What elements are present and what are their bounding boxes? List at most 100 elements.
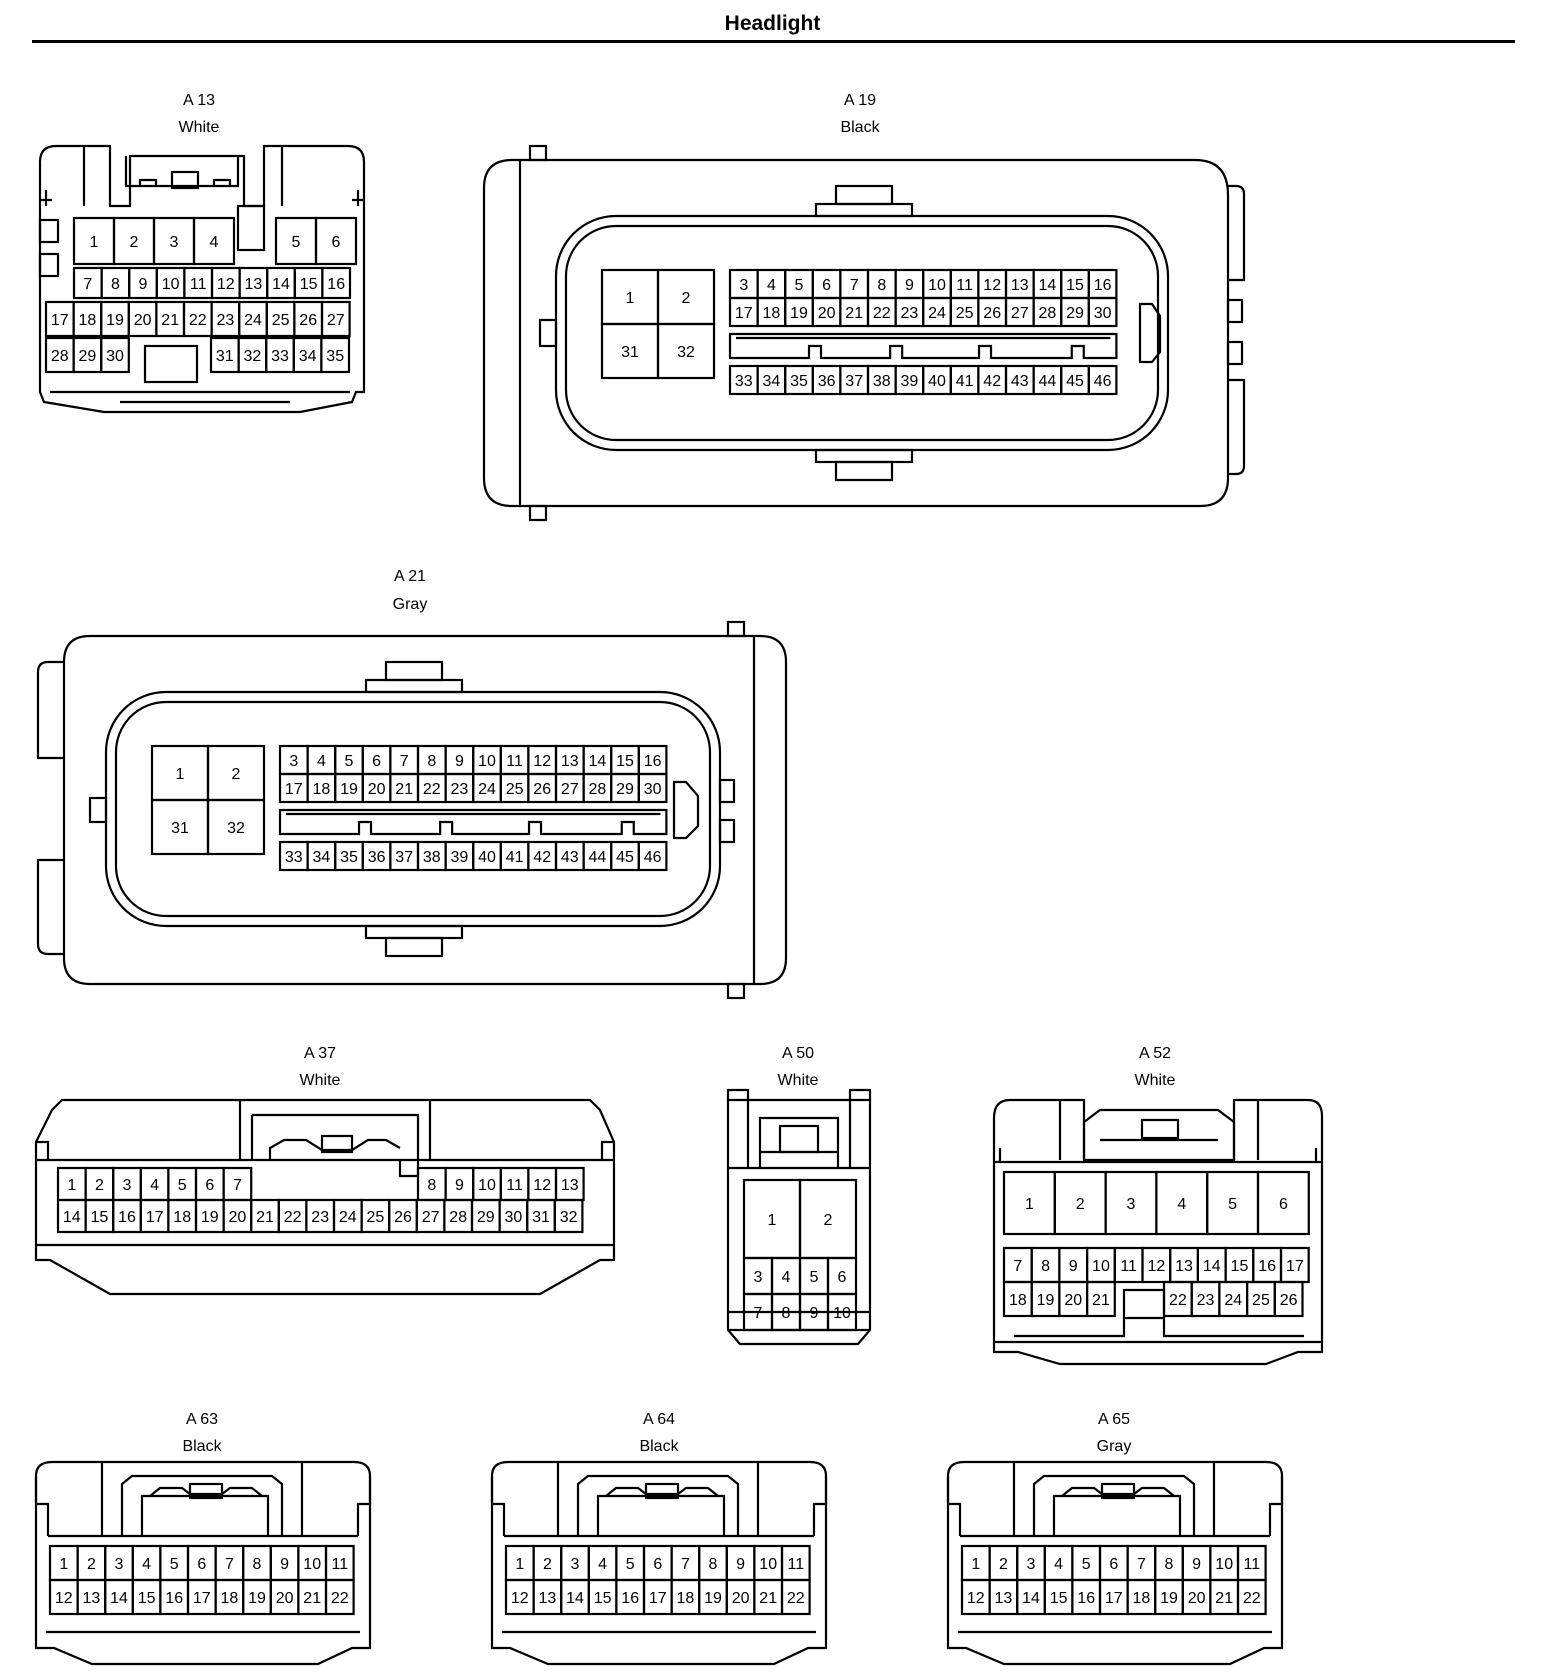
pin-a13-35-label: 35: [326, 348, 344, 365]
pin-a21-37-label: 37: [395, 849, 413, 866]
pin-a37-4-label: 4: [150, 1177, 159, 1194]
pin-a63-7-label: 7: [225, 1556, 234, 1573]
pin-a37-5-label: 5: [178, 1177, 187, 1194]
pin-a19-26-label: 26: [983, 305, 1001, 322]
pin-a19-31-label: 31: [621, 344, 639, 361]
pin-a21-41-label: 41: [506, 849, 524, 866]
pin-a63-3-label: 3: [115, 1556, 124, 1573]
pin-a13-3-label: 3: [170, 234, 179, 251]
pin-a19-10-label: 10: [928, 277, 946, 294]
pin-a13-16-label: 16: [327, 276, 345, 293]
pin-a63-16-label: 16: [165, 1590, 183, 1607]
pin-a13-30-label: 30: [106, 348, 124, 365]
pin-a52-10-label: 10: [1092, 1258, 1110, 1275]
pin-a21-35-label: 35: [340, 849, 358, 866]
pin-a50-9-label: 9: [810, 1305, 819, 1322]
pin-a63-19-label: 19: [248, 1590, 266, 1607]
connector-id-a37: A 37: [303, 1045, 337, 1062]
pin-a13-17-label: 17: [51, 312, 69, 329]
pin-a19-12-label: 12: [983, 277, 1001, 294]
pin-a21-2-label: 2: [232, 766, 241, 783]
pin-a37-31-label: 31: [532, 1209, 550, 1226]
pin-a13-7-label: 7: [83, 276, 92, 293]
pin-a52-11-label: 11: [1120, 1258, 1137, 1275]
pin-a65-13-label: 13: [995, 1590, 1013, 1607]
pin-a21-21-label: 21: [395, 781, 413, 798]
pin-a13-12-label: 12: [217, 276, 235, 293]
pin-a63-11-label: 11: [331, 1556, 348, 1573]
pin-a21-26-label: 26: [533, 781, 551, 798]
pin-a37-28-label: 28: [449, 1209, 467, 1226]
pin-a64-5-label: 5: [626, 1556, 635, 1573]
pin-a13-2-label: 2: [130, 234, 139, 251]
pin-a13-9-label: 9: [139, 276, 148, 293]
pin-a19-2-label: 2: [682, 290, 691, 307]
pin-a52-8-label: 8: [1041, 1258, 1050, 1275]
pin-a21-32-cell: [206, 798, 266, 856]
pin-a63-8-label: 8: [253, 1556, 262, 1573]
pin-a19-18-label: 18: [763, 305, 781, 322]
pin-a64-9-label: 9: [736, 1556, 745, 1573]
pin-a13-13-label: 13: [245, 276, 263, 293]
pin-a64-7-label: 7: [681, 1556, 690, 1573]
pin-a37-7-label: 7: [233, 1177, 242, 1194]
pin-a21-45-label: 45: [616, 849, 634, 866]
pin-a13-33-label: 33: [271, 348, 289, 365]
pin-a52-6-cell: [1256, 1170, 1310, 1236]
pin-a37-9-label: 9: [455, 1177, 464, 1194]
pin-a19-15-label: 15: [1066, 277, 1084, 294]
pin-a19-46-label: 46: [1094, 373, 1112, 390]
pin-a37-25-label: 25: [367, 1209, 385, 1226]
pin-a13-8-label: 8: [111, 276, 120, 293]
connector-id-a64: A 64: [642, 1411, 676, 1428]
connector-body-a64: [490, 1460, 828, 1666]
pin-a37-16-label: 16: [118, 1209, 136, 1226]
pin-a64-19-label: 19: [704, 1590, 722, 1607]
connector-color-a63: Black: [182, 1438, 222, 1455]
pin-a21-8-label: 8: [427, 753, 436, 770]
pin-a52-20-label: 20: [1064, 1292, 1082, 1309]
pin-a21-5-label: 5: [345, 753, 354, 770]
pin-a65-5-label: 5: [1082, 1556, 1091, 1573]
pin-a52-6-label: 6: [1279, 1196, 1288, 1213]
pin-a65-8-label: 8: [1165, 1556, 1174, 1573]
pin-a52-15-label: 15: [1231, 1258, 1249, 1275]
pin-a37-27-label: 27: [422, 1209, 440, 1226]
pin-a37-14-label: 14: [63, 1209, 81, 1226]
connector-id-a50: A 50: [781, 1045, 815, 1062]
pin-a13-6-label: 6: [332, 234, 341, 251]
pin-a63-22-cell: [324, 1578, 355, 1616]
connector-body-a13: [38, 144, 366, 414]
pin-a13-24-label: 24: [244, 312, 262, 329]
pin-a21-20-label: 20: [368, 781, 386, 798]
pin-a21-40-label: 40: [478, 849, 496, 866]
connector-color-a64: Black: [639, 1438, 679, 1455]
pin-a50-4-label: 4: [782, 1269, 791, 1286]
pin-a65-6-label: 6: [1109, 1556, 1118, 1573]
pin-a37-32-label: 32: [560, 1209, 578, 1226]
connector-id-a21: A 21: [393, 568, 427, 585]
connector-color-a52: White: [1134, 1072, 1176, 1089]
connector-color-a21: Gray: [392, 596, 428, 613]
connector-id-a65: A 65: [1097, 1411, 1131, 1428]
pin-a63-18-label: 18: [221, 1590, 239, 1607]
pin-a21-31-label: 31: [171, 820, 189, 837]
pin-a52-3-label: 3: [1127, 1196, 1136, 1213]
pin-a19-6-label: 6: [822, 277, 831, 294]
pin-a65-14-label: 14: [1022, 1590, 1040, 1607]
pin-a37-30-label: 30: [505, 1209, 523, 1226]
pin-a19-8-label: 8: [877, 277, 886, 294]
pin-a63-15-label: 15: [138, 1590, 156, 1607]
pin-a65-7-label: 7: [1137, 1556, 1146, 1573]
pin-a19-9-label: 9: [905, 277, 914, 294]
pin-a19-30-cell: [1087, 296, 1118, 328]
pin-a21-36-label: 36: [368, 849, 386, 866]
pin-a63-20-label: 20: [276, 1590, 294, 1607]
pin-a21-6-label: 6: [372, 753, 381, 770]
pin-a64-8-label: 8: [709, 1556, 718, 1573]
pin-a19-41-label: 41: [956, 373, 974, 390]
pin-a52-23-label: 23: [1197, 1292, 1215, 1309]
connector-body-a63: [34, 1460, 372, 1666]
pin-a21-3-label: 3: [289, 753, 298, 770]
pin-a64-10-label: 10: [759, 1556, 777, 1573]
